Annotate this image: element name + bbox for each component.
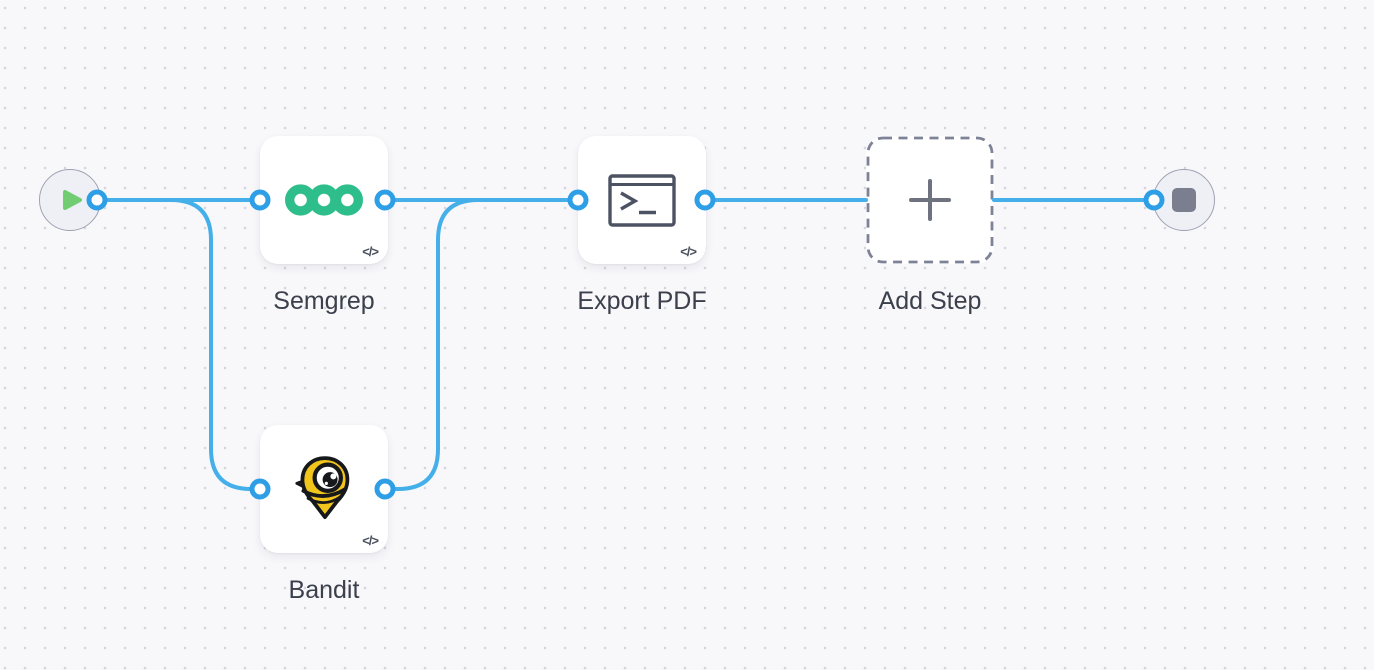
node-label-export-pdf: Export PDF	[577, 287, 707, 315]
node-label-semgrep: Semgrep	[273, 287, 375, 315]
node-semgrep[interactable]: </>	[260, 136, 388, 264]
dashed-border	[866, 136, 994, 264]
end-node[interactable]	[1153, 169, 1215, 231]
node-label-bandit: Bandit	[288, 576, 360, 604]
play-icon	[63, 190, 82, 210]
add-step-button[interactable]	[866, 136, 994, 264]
code-step-icon: </>	[680, 244, 697, 259]
bandit-logo	[295, 456, 350, 519]
plus-icon	[909, 179, 951, 221]
code-step-icon: </>	[362, 533, 379, 548]
stop-icon	[1172, 188, 1196, 212]
edge-start-bandit	[95, 198, 262, 491]
code-step-icon: </>	[362, 244, 379, 259]
node-bandit[interactable]: </>	[260, 425, 388, 553]
terminal-icon	[608, 173, 676, 227]
node-label-add-step: Add Step	[878, 287, 982, 315]
start-node[interactable]	[39, 169, 101, 231]
node-export-pdf[interactable]: </>	[578, 136, 706, 264]
semgrep-logo	[285, 184, 363, 216]
edge-bandit-export-pdf	[383, 198, 580, 491]
